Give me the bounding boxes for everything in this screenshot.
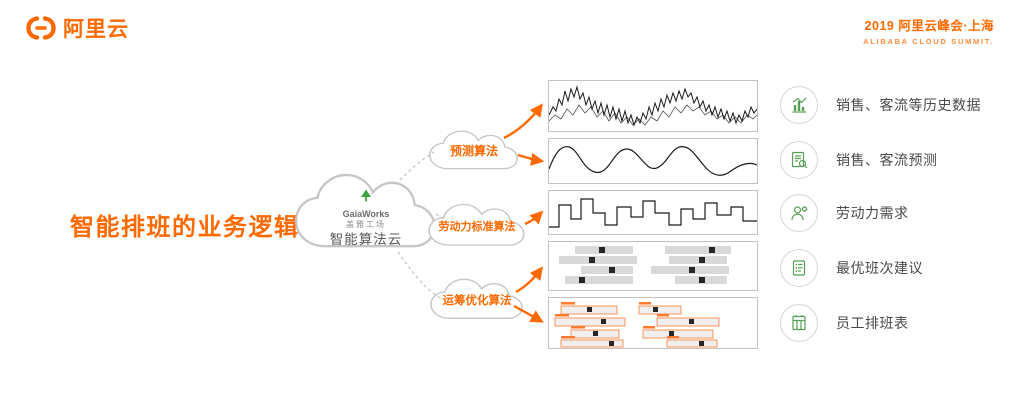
output-label: 销售、客流等历史数据 xyxy=(836,97,981,113)
chart-panel-forecast-curve xyxy=(548,138,758,184)
brand-name-cn: 盖雅工场 xyxy=(346,219,386,229)
algo-cloud-forecast: 预测算法 xyxy=(426,127,522,177)
shift-blocks-chart xyxy=(559,246,731,284)
algo-cloud-labor-standard: 劳动力标准算法 xyxy=(425,200,529,254)
algo-cloud-label: 劳动力标准算法 xyxy=(438,220,516,233)
output-row-schedule-table: 员工排班表 xyxy=(780,304,909,342)
algo-cloud-label: 运筹优化算法 xyxy=(442,294,512,307)
output-icon-circle xyxy=(780,141,818,179)
output-icon-circle xyxy=(780,304,818,342)
center-cloud: GaiaWorks 盖雅工场 智能算法云 xyxy=(290,167,442,262)
output-row-shift-suggestion: 最优班次建议 xyxy=(780,249,923,287)
output-label: 员工排班表 xyxy=(836,315,909,331)
event-title: 2019 阿里云峰会·上海 xyxy=(864,19,994,33)
output-icon-circle xyxy=(780,194,818,232)
output-icon-circle xyxy=(780,86,818,124)
page-title: 智能排班的业务逻辑 xyxy=(70,214,300,241)
output-label: 劳动力需求 xyxy=(836,205,909,221)
event-header: 2019 阿里云峰会·上海 ALIBABA CLOUD SUMMIT. xyxy=(863,15,994,46)
labor-demand-step-chart xyxy=(549,198,757,228)
output-icon-circle xyxy=(780,249,818,287)
algo-cloud-optimization: 运筹优化算法 xyxy=(427,275,527,327)
forecast-icon xyxy=(791,151,808,169)
chart-panel-labor-demand-steps xyxy=(548,190,758,235)
output-row-forecast: 销售、客流预测 xyxy=(780,141,938,179)
center-cloud-content: GaiaWorks 盖雅工场 智能算法云 xyxy=(330,181,403,249)
output-row-history-data: 销售、客流等历史数据 xyxy=(780,86,981,124)
alibaba-cloud-logo: 阿里云 xyxy=(26,13,129,43)
gaiaworks-logo-icon xyxy=(361,189,371,202)
output-row-labor-demand: 劳动力需求 xyxy=(780,194,909,232)
forecast-curve-chart xyxy=(549,146,757,176)
center-cloud-label: 智能算法云 xyxy=(329,232,403,248)
labor-demand-icon xyxy=(791,206,808,221)
history-data-icon xyxy=(792,97,807,113)
brand-name-en: GaiaWorks xyxy=(342,208,390,219)
schedule-table-icon xyxy=(792,315,806,331)
schedule-blocks-chart xyxy=(554,302,720,348)
chart-panel-shift-blocks xyxy=(548,241,758,291)
output-label: 最优班次建议 xyxy=(836,260,923,276)
event-subtitle: ALIBABA CLOUD SUMMIT. xyxy=(863,37,994,46)
logo-text: 阿里云 xyxy=(63,18,129,41)
chart-panel-schedule-blocks xyxy=(548,297,758,349)
algo-cloud-label: 预测算法 xyxy=(449,144,498,159)
chart-panel-history-series xyxy=(548,80,758,132)
history-series-chart xyxy=(549,85,757,127)
alibaba-cloud-logo-icon xyxy=(26,16,56,40)
shift-suggestion-icon xyxy=(792,260,806,276)
output-label: 销售、客流预测 xyxy=(836,152,938,168)
